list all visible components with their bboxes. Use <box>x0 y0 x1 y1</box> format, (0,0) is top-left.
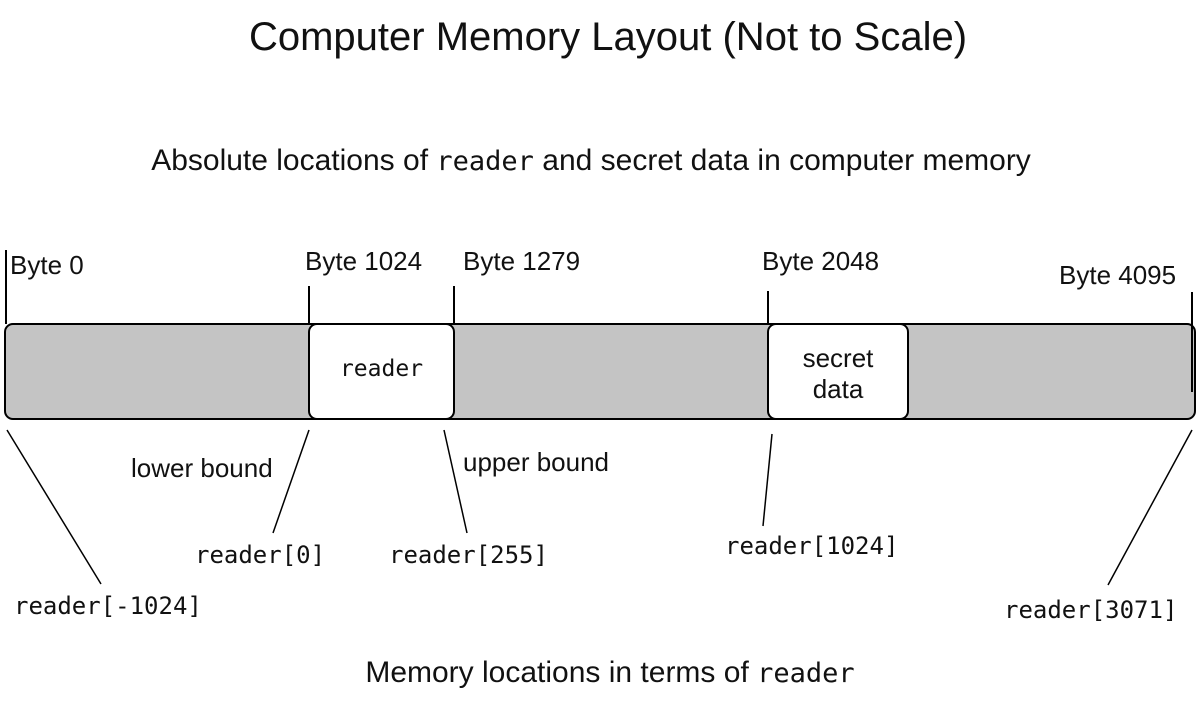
byte0-label: Byte 0 <box>10 250 84 280</box>
pointer-255 <box>443 429 468 534</box>
secret-line2: data <box>812 374 864 405</box>
byte2048-label: Byte 2048 <box>762 246 880 276</box>
byte1279-label: Byte 1279 <box>463 246 581 276</box>
diagram-footer: Memory locations in terms of reader <box>0 658 1200 688</box>
byte1024-label: Byte 1024 <box>305 246 423 276</box>
subtitle-suffix: and secret data in computer memory <box>533 144 1031 177</box>
pointer-1024 <box>762 433 773 527</box>
diagram-subtitle: Absolute locations of reader and secret … <box>0 146 1182 176</box>
diagram-title: Computer Memory Layout (Not to Scale) <box>248 15 968 59</box>
footer-code: reader <box>757 658 855 689</box>
index-3071-label: reader[3071] <box>1004 596 1178 624</box>
reader-region-label: reader <box>339 356 424 382</box>
reader-region <box>308 323 455 420</box>
index-zero-label: reader[0] <box>195 541 326 569</box>
upper-bound-label: upper bound <box>463 447 610 477</box>
pointer-zero <box>272 429 310 534</box>
footer-prefix: Memory locations in terms of <box>365 656 758 689</box>
index-255-label: reader[255] <box>389 541 548 569</box>
subtitle-prefix: Absolute locations of <box>151 144 437 177</box>
byte4095-label: Byte 4095 <box>1059 260 1177 290</box>
pointer-neg1024 <box>6 429 102 585</box>
pointer-3071 <box>1107 429 1193 586</box>
lower-bound-label: lower bound <box>131 453 273 483</box>
index-neg1024-label: reader[-1024] <box>14 592 202 620</box>
index-1024-label: reader[1024] <box>725 532 899 560</box>
subtitle-code: reader <box>436 146 534 177</box>
secret-data-region <box>767 323 909 420</box>
secret-line1: secret <box>802 343 874 373</box>
memory-bar <box>4 323 1196 420</box>
